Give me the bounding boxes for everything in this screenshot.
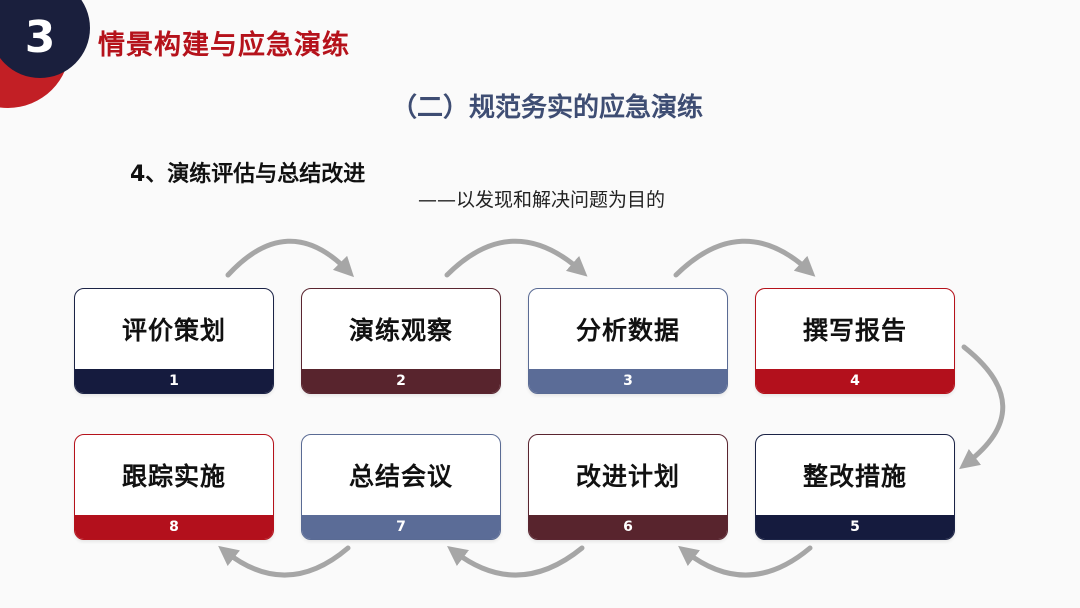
step-card-6: 改进计划 6 [528, 434, 728, 540]
arrow-7-to-8 [218, 545, 351, 578]
arrow-4-to-5 [959, 344, 1006, 470]
step-label: 整改措施 [802, 462, 907, 491]
step-card-7: 总结会议 7 [301, 434, 501, 540]
step-card-2: 演练观察 2 [301, 288, 501, 394]
step-card-8: 跟踪实施 8 [74, 434, 274, 540]
section-title: 情景构建与应急演练 [98, 30, 350, 61]
step-number: 3 [529, 369, 727, 393]
step-label: 分析数据 [575, 316, 680, 345]
step-label: 演练观察 [348, 316, 453, 345]
step-card-5: 整改措施 5 [755, 434, 955, 540]
slide-subtitle: （二）规范务实的应急演练 [390, 93, 703, 123]
arrow-1-to-2 [225, 238, 355, 278]
arrow-2-to-3 [444, 238, 588, 278]
arrow-5-to-6 [678, 545, 813, 578]
step-label: 总结会议 [348, 462, 453, 491]
step-number: 7 [302, 515, 500, 539]
step-label: 撰写报告 [802, 316, 907, 345]
step-label: 跟踪实施 [121, 462, 226, 491]
step-number: 8 [75, 515, 273, 539]
step-card-3: 分析数据 3 [528, 288, 728, 394]
step-number: 5 [756, 515, 954, 539]
step-card-4: 撰写报告 4 [755, 288, 955, 394]
arrow-3-to-4 [673, 238, 816, 278]
point-subtitle: ——以发现和解决问题为目的 [418, 189, 666, 211]
arrow-6-to-7 [447, 545, 585, 578]
step-number: 6 [529, 515, 727, 539]
section-number: 3 [24, 12, 56, 63]
point-title: 4、演练评估与总结改进 [130, 162, 366, 187]
step-number: 4 [756, 369, 954, 393]
step-label: 评价策划 [121, 316, 226, 345]
step-number: 1 [75, 369, 273, 393]
step-card-1: 评价策划 1 [74, 288, 274, 394]
corner-decoration [0, 0, 90, 108]
step-label: 改进计划 [575, 462, 680, 491]
step-number: 2 [302, 369, 500, 393]
